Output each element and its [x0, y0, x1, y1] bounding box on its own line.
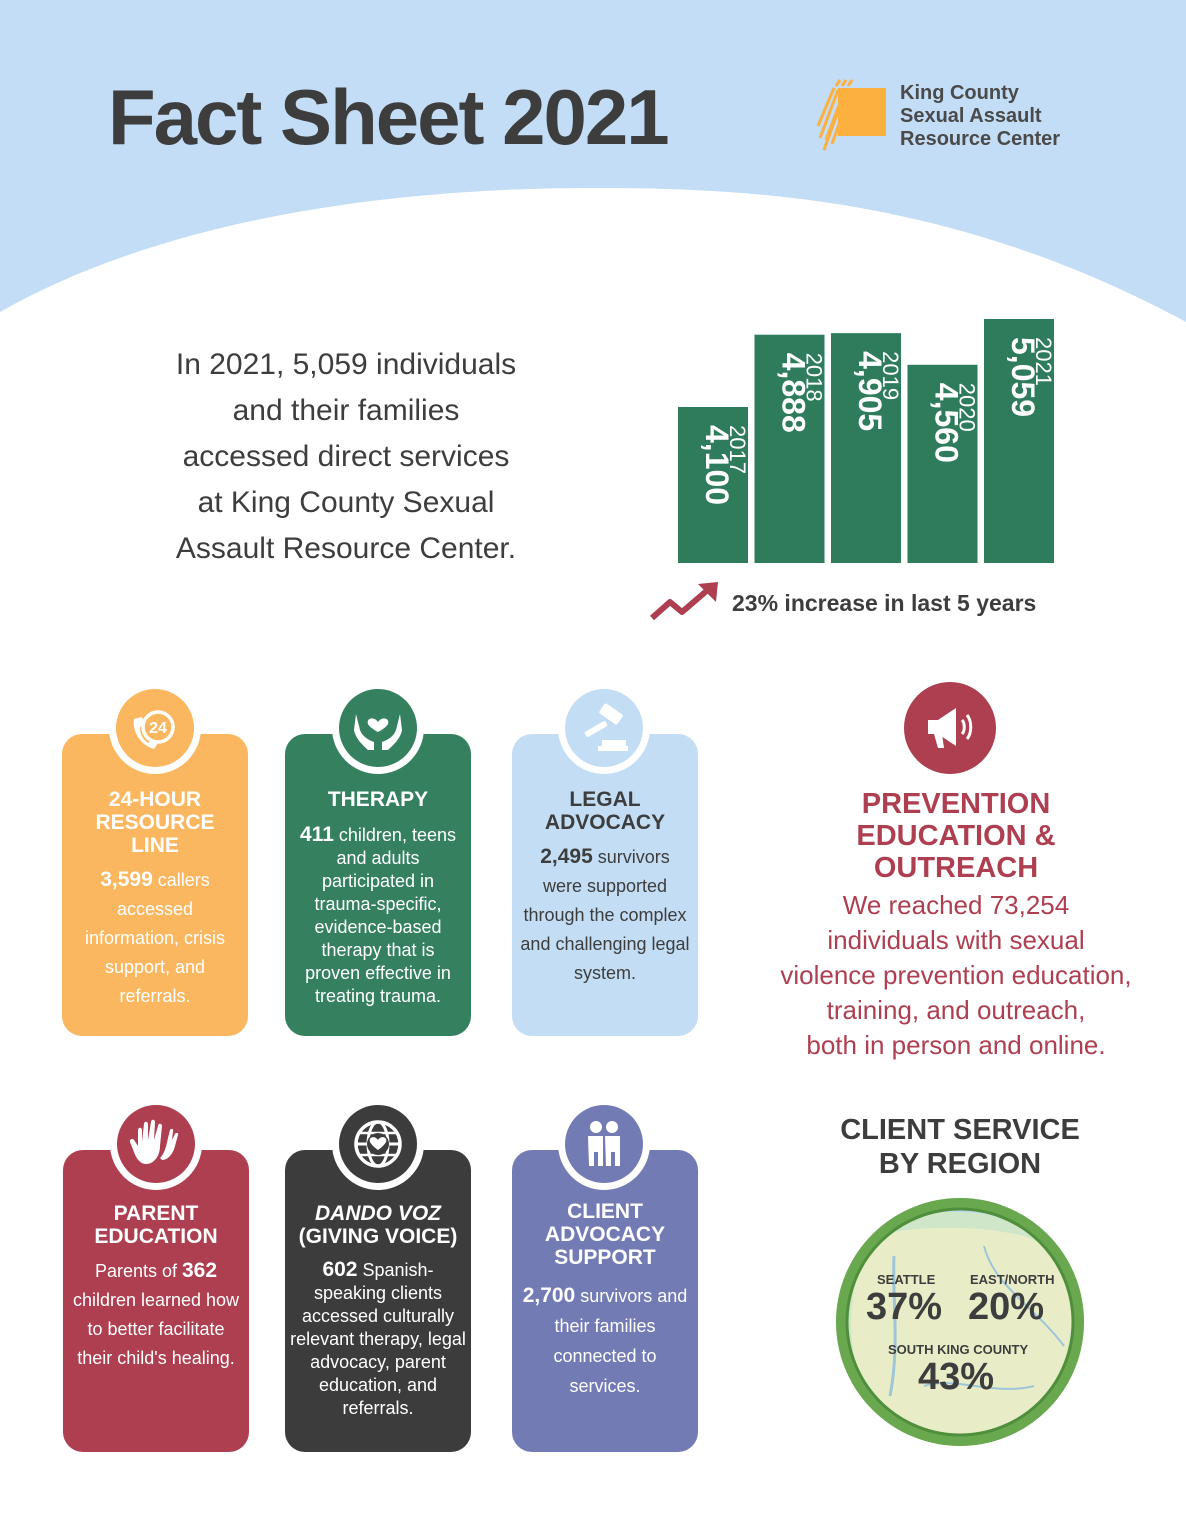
- logo-text-line: Sexual Assault: [900, 105, 1042, 127]
- chart-value-label: 4,905: [852, 351, 888, 431]
- card-therapy: THERAPY 411 children, teens and adults p…: [285, 734, 471, 1036]
- prevention-title-line: EDUCATION &: [856, 820, 1056, 852]
- card-title-line: THERAPY: [327, 788, 429, 811]
- region-pct-south-king: 43%: [918, 1356, 995, 1398]
- card-stat-text: callers accessed information, crisis sup…: [84, 870, 226, 1006]
- card-client-advocacy: CLIENT ADVOCACY SUPPORT 2,700 survivors …: [512, 1150, 698, 1452]
- intro-line: at King County Sexual: [197, 486, 495, 519]
- card-title-line: LINE: [131, 834, 179, 857]
- region-label-seattle: SEATTLE: [877, 1272, 936, 1287]
- megaphone-icon: [928, 708, 973, 748]
- chart-category-label: 2018: [802, 353, 827, 402]
- chart-value-label: 4,560: [929, 383, 965, 463]
- prevention-body-line: individuals with sexual: [827, 925, 1085, 955]
- logo-mark-icon: [816, 79, 886, 151]
- chart-category-label: 2019: [878, 351, 903, 400]
- page-title: Fact Sheet 2021: [108, 73, 670, 161]
- card-stat-text: survivors and their families connected t…: [553, 1286, 688, 1396]
- hands-heart-icon-badge: [332, 682, 424, 774]
- card-title-line: LEGAL: [569, 788, 641, 811]
- people-icon: [588, 1121, 620, 1166]
- card-stat-number: 3,599: [100, 868, 153, 891]
- card-stat-number: 362: [182, 1259, 218, 1282]
- people-icon-badge: [558, 1098, 650, 1190]
- card-title-line: SUPPORT: [554, 1246, 656, 1269]
- region-label-south-king: SOUTH KING COUNTY: [888, 1342, 1029, 1357]
- prevention-body-line: both in person and online.: [806, 1030, 1106, 1060]
- svg-text:24: 24: [149, 720, 167, 737]
- card-stat-number: 2,700: [522, 1284, 576, 1307]
- intro-line: and their families: [232, 394, 460, 427]
- chart-bar: [754, 334, 825, 563]
- gavel-icon: [584, 703, 628, 751]
- prevention-body-line: training, and outreach,: [826, 995, 1086, 1025]
- trend-annotation: 23% increase in last 5 years: [732, 590, 1037, 616]
- card-title-line: 24-HOUR: [108, 788, 202, 811]
- card-stat-number: 2,495: [540, 845, 593, 868]
- chart-bar: [678, 407, 748, 563]
- chart-value-label: 4,100: [699, 425, 735, 505]
- card-dando-voz: DANDO VOZ (GIVING VOICE) 602 Spanish-spe…: [285, 1150, 471, 1452]
- globe-heart-icon-badge: [332, 1098, 424, 1190]
- prevention-body: We reached 73,254 individuals with sexua…: [738, 888, 1174, 1063]
- prevention-body-line: violence prevention education,: [780, 960, 1132, 990]
- trend-up-arrow-icon: [650, 582, 718, 621]
- chart-bar: [984, 319, 1054, 563]
- logo-text-line: Resource Center: [900, 128, 1061, 150]
- region-title-line: CLIENT SERVICE: [840, 1114, 1080, 1146]
- card-title-line: EDUCATION: [94, 1225, 218, 1248]
- organization-logo: King County Sexual Assault Resource Cent…: [816, 78, 1096, 158]
- card-title-line: DANDO VOZ: [315, 1202, 441, 1225]
- chart-value-label: 4,888: [776, 353, 812, 433]
- card-stat-number: 411: [300, 823, 334, 846]
- globe-heart-icon: [354, 1120, 402, 1168]
- region-label-east-north: EAST/NORTH: [970, 1272, 1055, 1287]
- chart-category-label: 2017: [725, 425, 750, 474]
- prevention-title-line: PREVENTION: [861, 788, 1051, 820]
- chart-value-label: 5,059: [1005, 337, 1041, 417]
- card-stat-text: Spanish-speaking clients accessed cultur…: [290, 1260, 466, 1418]
- intro-line: In 2021, 5,059 individuals: [175, 348, 517, 381]
- prevention-title-line: OUTREACH: [873, 852, 1039, 884]
- megaphone-icon-badge: [904, 682, 996, 774]
- region-pct-east-north: 20%: [968, 1286, 1045, 1328]
- intro-line: Assault Resource Center.: [175, 532, 517, 565]
- hands-icon: [129, 1119, 179, 1164]
- prevention-title: PREVENTION EDUCATION & OUTREACH: [760, 788, 1152, 884]
- phone-24-icon-badge: 24: [109, 682, 201, 774]
- card-title-line: RESOURCE: [95, 811, 215, 834]
- card-resource-line: 24-HOUR RESOURCE LINE 3,599 callers acce…: [62, 734, 248, 1036]
- card-title-line: ADVOCACY: [544, 811, 666, 834]
- card-stat-text: survivors were supported through the com…: [520, 847, 690, 983]
- chart-category-label: 2021: [1031, 337, 1056, 386]
- hands-heart-icon: [354, 714, 402, 750]
- chart-bar: [907, 364, 978, 563]
- phone-24-icon: 24: [133, 710, 175, 749]
- card-stat-text: children learned how to better facilitat…: [72, 1290, 240, 1368]
- card-parent-education: PARENT EDUCATION Parents of 362 children…: [63, 1150, 249, 1452]
- region-map: SEATTLE EAST/NORTH 37% 20% SOUTH KING CO…: [834, 1196, 1086, 1448]
- region-map-image: [836, 1198, 1084, 1446]
- prevention-body-line: We reached 73,254: [842, 890, 1070, 920]
- region-pct-seattle: 37%: [866, 1286, 943, 1328]
- card-title-line: (GIVING VOICE): [298, 1225, 458, 1248]
- region-title-line: BY REGION: [878, 1148, 1042, 1180]
- card-stat-number: 602: [322, 1258, 358, 1281]
- card-stat-text: children, teens and adults participated …: [305, 825, 456, 1006]
- hands-icon-badge: [110, 1098, 202, 1190]
- intro-paragraph: In 2021, 5,059 individuals and their fam…: [140, 342, 552, 572]
- card-title-line: ADVOCACY: [544, 1223, 666, 1246]
- card-title-line: PARENT: [113, 1202, 199, 1225]
- region-title: CLIENT SERVICE BY REGION: [800, 1113, 1120, 1181]
- card-stat-prefix: Parents of: [94, 1261, 177, 1281]
- chart-category-label: 2020: [955, 383, 980, 432]
- intro-line: accessed direct services: [182, 440, 510, 473]
- chart-bar: [831, 333, 901, 563]
- header-background: [0, 0, 1186, 322]
- logo-text-line: King County: [900, 82, 1019, 104]
- gavel-icon-badge: [558, 682, 650, 774]
- card-title-line: CLIENT: [567, 1200, 643, 1223]
- card-legal-advocacy: LEGAL ADVOCACY 2,495 survivors were supp…: [512, 734, 698, 1036]
